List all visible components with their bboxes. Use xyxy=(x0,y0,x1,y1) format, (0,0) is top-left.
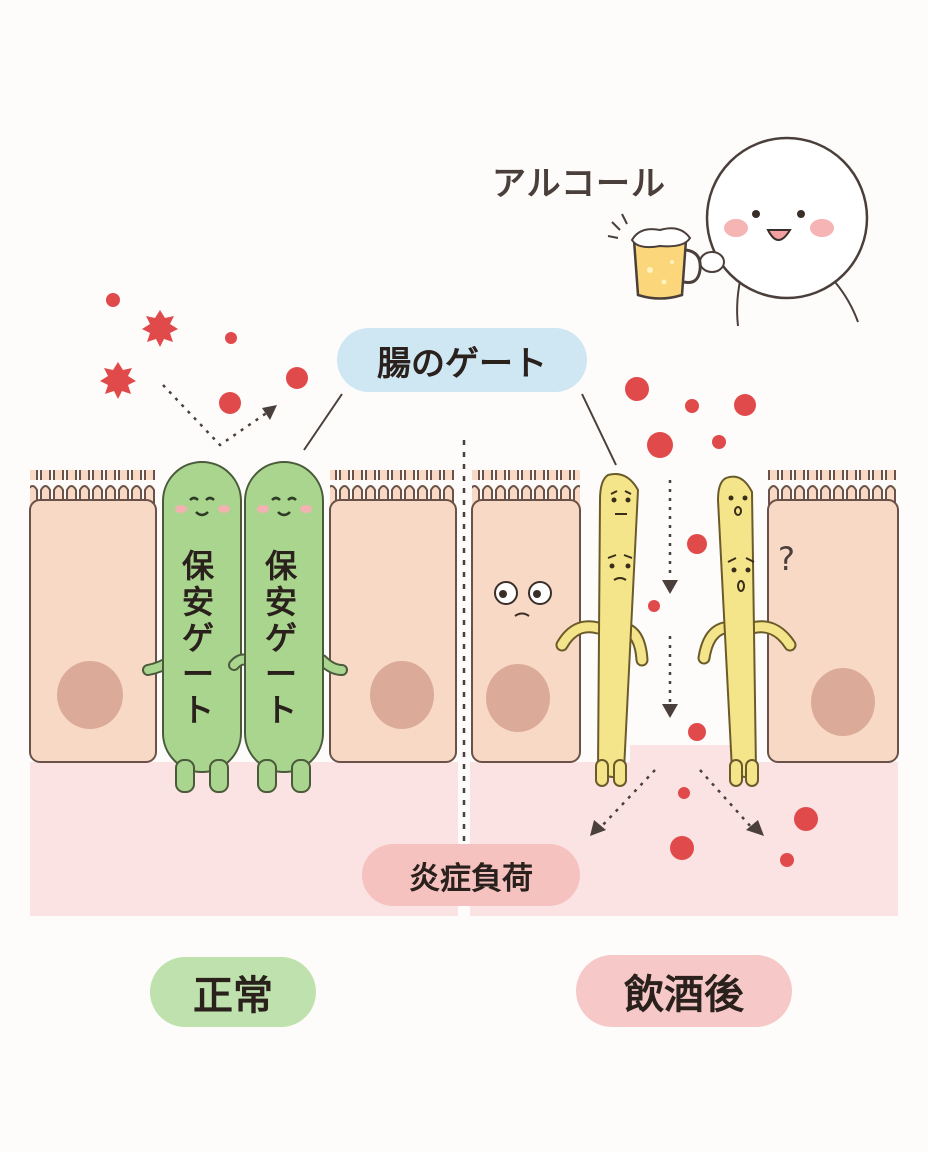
inflammation-load-label: 炎症負荷 xyxy=(362,844,580,906)
weakened-gate-character-1 xyxy=(555,473,649,787)
security-gate-character-1 xyxy=(142,461,242,793)
cell-nucleus xyxy=(811,668,875,736)
harmful-particles-left xyxy=(100,293,308,414)
epithelial-cell-left-2 xyxy=(329,470,457,763)
cell-nucleus xyxy=(486,664,550,732)
cell-nucleus xyxy=(57,661,123,729)
epithelial-cell-right-2 xyxy=(767,470,899,763)
normal-label: 正常 xyxy=(150,957,316,1027)
after-drinking-label: 飲酒後 xyxy=(576,955,792,1027)
gut-gate-label: 腸のゲート xyxy=(337,328,587,392)
deflect-arrow-head xyxy=(262,405,277,420)
security-gate-label-1: 保安ゲート xyxy=(181,547,214,729)
security-gate-label-2: 保安ゲート xyxy=(264,547,297,729)
question-mark: ? xyxy=(778,540,795,578)
alcohol-label: アルコール xyxy=(492,164,666,204)
leak-arrows xyxy=(599,480,753,829)
leak-arrow-heads xyxy=(590,580,764,836)
harmful-particles-right xyxy=(625,377,818,867)
pointer-line-left xyxy=(303,393,343,451)
weakened-gate-character-2 xyxy=(697,475,797,787)
security-gate-character-2 xyxy=(228,461,348,793)
worried-cell-face xyxy=(494,581,552,617)
leak-gap-tissue xyxy=(630,745,740,775)
cell-nucleus xyxy=(370,661,434,729)
beer-mug-icon xyxy=(607,213,702,300)
alcohol-character xyxy=(699,136,869,327)
pointer-line-right xyxy=(581,393,617,466)
epithelial-cell-left-1 xyxy=(29,470,157,763)
epithelial-cell-right-1 xyxy=(471,470,581,763)
deflect-arrow xyxy=(162,384,269,447)
